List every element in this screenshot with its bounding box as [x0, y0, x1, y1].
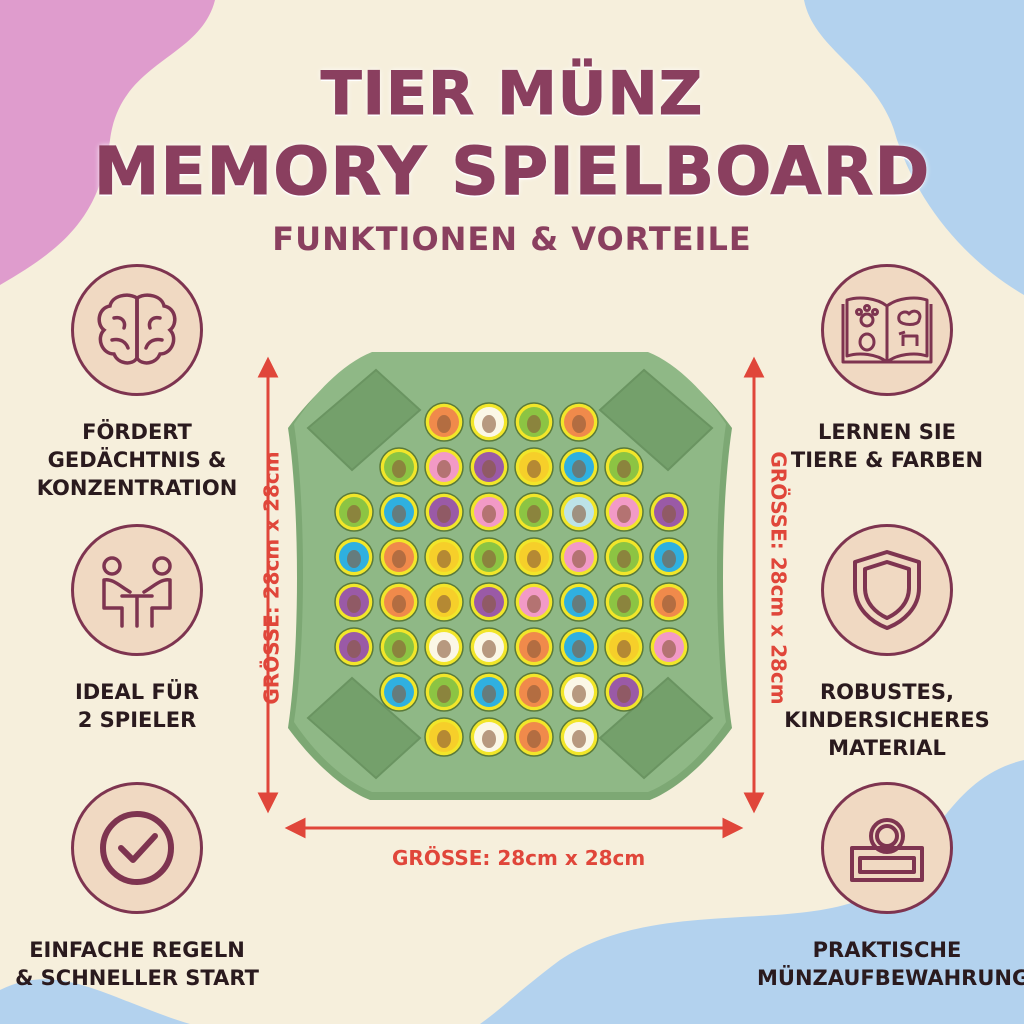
animal-coin[interactable]: [469, 537, 509, 577]
animal-coin[interactable]: [424, 492, 464, 532]
feature-label: IDEAL FÜR 2 SPIELER: [74, 680, 200, 732]
animal-coin[interactable]: [379, 537, 419, 577]
dimension-label-bottom: GRÖSSE: 28cm x 28cm: [392, 846, 646, 870]
coin-tray-top-left: [306, 368, 422, 472]
feature-label: ROBUSTES, KINDERSICHERES MATERIAL: [784, 680, 990, 760]
animal-coin[interactable]: [559, 537, 599, 577]
animal-coin[interactable]: [379, 672, 419, 712]
animal-coin[interactable]: [649, 492, 689, 532]
feature-label: EINFACHE REGELN & SCHNELLER START: [15, 938, 259, 990]
feature-robust: ROBUSTES, KINDERSICHERES MATERIAL: [757, 524, 1017, 762]
animal-coin[interactable]: [424, 582, 464, 622]
animal-coin[interactable]: [379, 627, 419, 667]
coin-tray-top-right: [598, 368, 714, 472]
feature-memory: FÖRDERT GEDÄCHTNIS & KONZENTRATION: [7, 264, 267, 502]
animal-coin[interactable]: [559, 717, 599, 757]
coin-tray-bottom-right: [598, 676, 714, 780]
animal-coin[interactable]: [514, 402, 554, 442]
animal-coin[interactable]: [469, 492, 509, 532]
animal-coin[interactable]: [514, 582, 554, 622]
animal-coin[interactable]: [469, 447, 509, 487]
animal-coin[interactable]: [604, 447, 644, 487]
animal-coin[interactable]: [649, 627, 689, 667]
feature-learn-animals: LERNEN SIE TIERE & FARBEN: [757, 264, 1017, 474]
animal-coin[interactable]: [604, 582, 644, 622]
animal-coin[interactable]: [334, 537, 374, 577]
animal-coin[interactable]: [514, 627, 554, 667]
animal-coin[interactable]: [649, 537, 689, 577]
animal-coin[interactable]: [604, 627, 644, 667]
animal-coin[interactable]: [559, 447, 599, 487]
animal-coin[interactable]: [424, 627, 464, 667]
animal-coin[interactable]: [514, 492, 554, 532]
animal-coin[interactable]: [604, 492, 644, 532]
animal-coin[interactable]: [604, 672, 644, 712]
animal-coin[interactable]: [424, 447, 464, 487]
memory-game-board: [288, 352, 732, 800]
animal-coin[interactable]: [424, 672, 464, 712]
animal-coin[interactable]: [469, 717, 509, 757]
feature-label: PRAKTISCHE MÜNZAUFBEWAHRUNG: [757, 938, 1024, 990]
coin-storage-icon: [850, 818, 924, 882]
animal-coin[interactable]: [559, 582, 599, 622]
animal-coin[interactable]: [379, 492, 419, 532]
animal-coin[interactable]: [334, 492, 374, 532]
animal-coin[interactable]: [469, 672, 509, 712]
animal-coin[interactable]: [559, 402, 599, 442]
animal-coin[interactable]: [379, 582, 419, 622]
two-players-icon: [102, 556, 172, 628]
animal-coin[interactable]: [469, 627, 509, 667]
shield-icon: [853, 550, 921, 630]
title-line-1: TIER MÜNZ: [320, 59, 704, 129]
feature-two-players: IDEAL FÜR 2 SPIELER: [7, 524, 267, 734]
blue-corner-blob-top: [804, 0, 1024, 295]
feature-label: FÖRDERT GEDÄCHTNIS & KONZENTRATION: [36, 420, 238, 500]
title-line-2: MEMORY SPIELBOARD: [93, 133, 931, 210]
animal-coin[interactable]: [334, 627, 374, 667]
animal-coin[interactable]: [559, 627, 599, 667]
dimension-label-right: GRÖSSE: 28cm x 28cm: [766, 451, 791, 705]
animal-coin[interactable]: [424, 717, 464, 757]
animal-coin[interactable]: [649, 582, 689, 622]
feature-easy-rules: EINFACHE REGELN & SCHNELLER START: [7, 782, 267, 992]
animal-coin[interactable]: [334, 582, 374, 622]
subtitle: FUNKTIONEN & VORTEILE: [272, 220, 752, 258]
animal-coin[interactable]: [604, 537, 644, 577]
feature-coin-storage: PRAKTISCHE MÜNZAUFBEWAHRUNG: [757, 782, 1024, 992]
brain-icon: [97, 293, 177, 365]
animal-coin[interactable]: [559, 672, 599, 712]
animal-coin[interactable]: [514, 447, 554, 487]
animal-coin[interactable]: [424, 402, 464, 442]
animal-coin[interactable]: [514, 672, 554, 712]
animal-coin[interactable]: [514, 717, 554, 757]
feature-label: LERNEN SIE TIERE & FARBEN: [790, 420, 984, 472]
animal-coin[interactable]: [469, 582, 509, 622]
checkmark-icon: [100, 811, 174, 885]
animal-coin[interactable]: [379, 447, 419, 487]
animal-book-icon: [841, 296, 933, 364]
animal-coin[interactable]: [469, 402, 509, 442]
animal-coin[interactable]: [559, 492, 599, 532]
animal-coin[interactable]: [514, 537, 554, 577]
coin-tray-bottom-left: [306, 676, 422, 780]
pink-corner-blob: [0, 0, 215, 285]
animal-coin[interactable]: [424, 537, 464, 577]
